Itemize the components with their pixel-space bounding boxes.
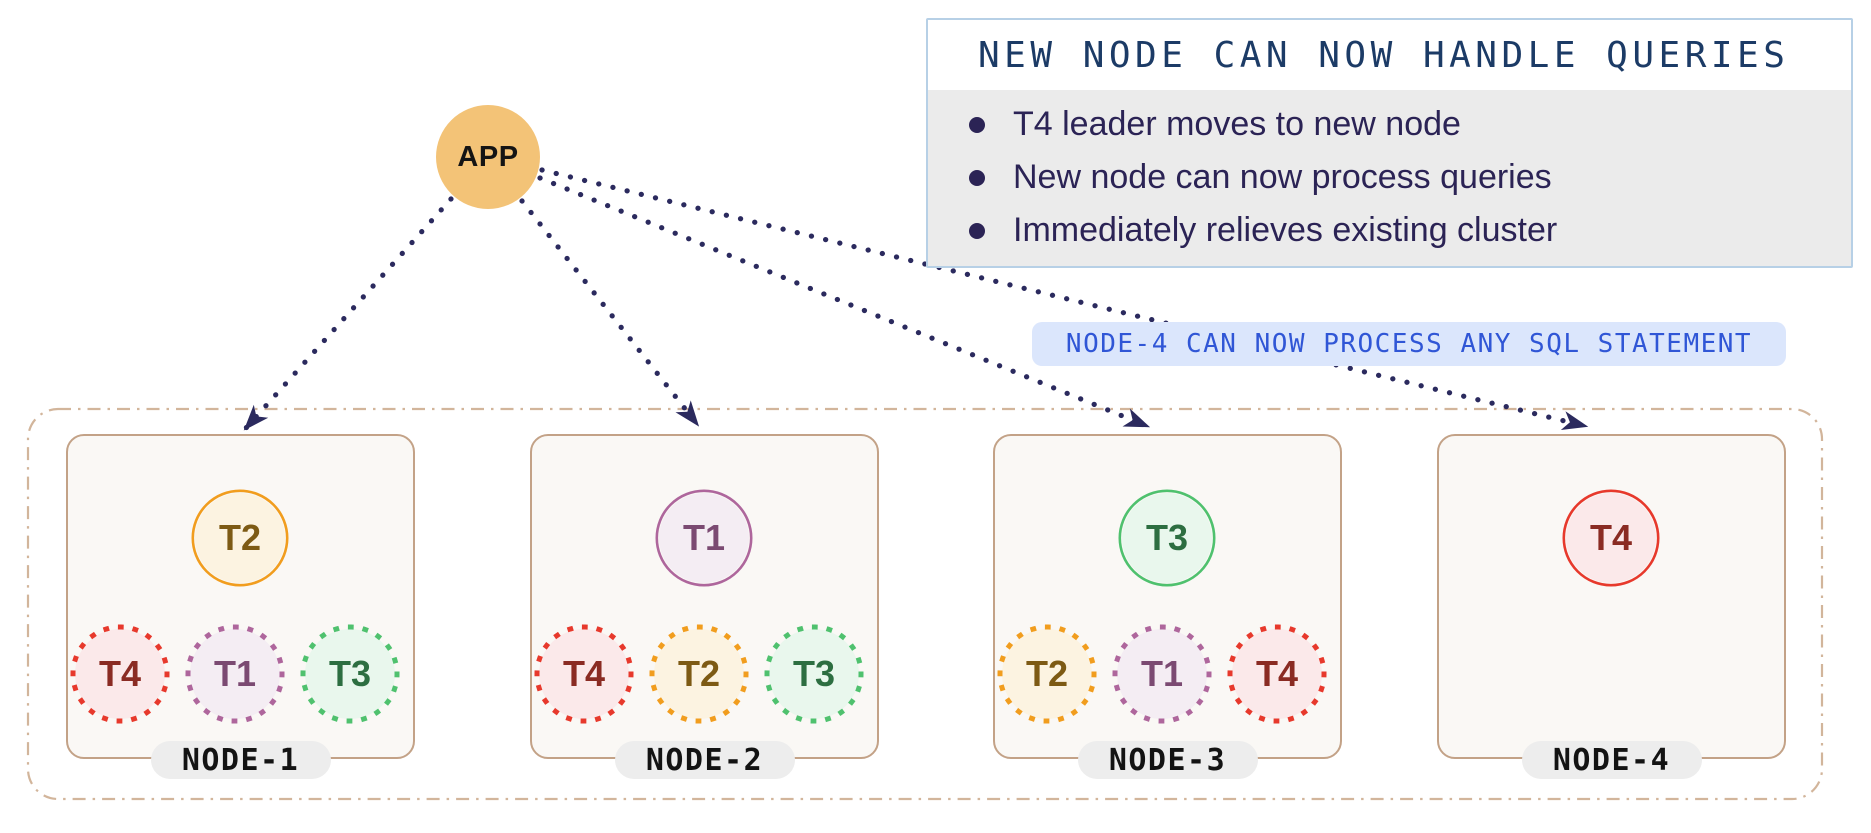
bullet-icon [969, 169, 985, 186]
node-box-3: T3 T2 T1 T4 NODE-3 [993, 434, 1342, 779]
leader-ring-icon [191, 489, 289, 587]
tablet-label: T2 [218, 517, 261, 558]
follower-ring-icon [764, 624, 864, 724]
follower-tablet-circle: T1 [1112, 624, 1212, 724]
bullet-row: Immediately relieves existing cluster [969, 204, 1851, 257]
follower-tablet-circle: T4 [534, 624, 634, 724]
follower-ring-icon [185, 624, 285, 724]
leader-tablet-circle: T4 [1561, 488, 1661, 588]
tablet-label: T3 [792, 653, 835, 694]
app-circle: APP [436, 105, 540, 209]
tablet-label: T2 [677, 653, 720, 694]
node-name-badge: NODE-3 [1077, 741, 1258, 779]
leader-tablet-circle: T2 [190, 488, 290, 588]
node-box-2: T1 T4 T2 T3 NODE-2 [530, 434, 879, 779]
follower-ring-icon [649, 624, 749, 724]
node-box-1: T2 T4 T1 T3 NODE-1 [66, 434, 415, 779]
tablet-label: T1 [1140, 653, 1183, 694]
follower-tablet-circle: T2 [649, 624, 749, 724]
node-name-badge: NODE-2 [614, 741, 795, 779]
leader-tablet-circle: T1 [654, 488, 754, 588]
tablet-label: T3 [328, 653, 371, 694]
tablet-label: T3 [1145, 517, 1188, 558]
tablet-label: T1 [213, 653, 256, 694]
bullet-text: T4 leader moves to new node [1013, 105, 1461, 143]
bullet-row: New node can now process queries [969, 151, 1851, 204]
info-box: NEW NODE CAN NOW HANDLE QUERIES T4 leade… [926, 18, 1853, 268]
follower-ring-icon [1227, 624, 1327, 724]
bullet-icon [969, 116, 985, 133]
follower-tablet-circle: T3 [300, 624, 400, 724]
leader-ring-icon [655, 489, 753, 587]
bullet-text: Immediately relieves existing cluster [1013, 211, 1558, 249]
node-box-4: T4 NODE-4 [1437, 434, 1786, 779]
follower-ring-icon [70, 624, 170, 724]
follower-ring-icon [997, 624, 1097, 724]
node-name-badge: NODE-4 [1521, 741, 1702, 779]
app-label: APP [457, 140, 519, 173]
bullet-icon [969, 222, 985, 239]
follower-ring-icon [1112, 624, 1212, 724]
info-box-title: NEW NODE CAN NOW HANDLE QUERIES [928, 20, 1851, 90]
follower-ring-icon [300, 624, 400, 724]
follower-tablet-circle: T2 [997, 624, 1097, 724]
tablet-label: T4 [1589, 517, 1632, 558]
leader-tablet-circle: T3 [1117, 488, 1217, 588]
tablet-label: T1 [682, 517, 725, 558]
leader-ring-icon [1118, 489, 1216, 587]
tablet-label: T2 [1025, 653, 1068, 694]
follower-tablet-circle: T4 [70, 624, 170, 724]
follower-ring-icon [534, 624, 634, 724]
sql-callout-badge: NODE-4 CAN NOW PROCESS ANY SQL STATEMENT [1032, 322, 1786, 366]
bullet-text: New node can now process queries [1013, 158, 1552, 196]
follower-tablet-circle: T3 [764, 624, 864, 724]
tablet-label: T4 [98, 653, 141, 694]
tablet-label: T4 [562, 653, 605, 694]
tablet-label: T4 [1255, 653, 1298, 694]
follower-tablet-circle: T4 [1227, 624, 1327, 724]
bullet-row: T4 leader moves to new node [969, 98, 1851, 151]
info-box-body: T4 leader moves to new node New node can… [928, 90, 1851, 266]
leader-ring-icon [1562, 489, 1660, 587]
follower-tablet-circle: T1 [185, 624, 285, 724]
node-name-badge: NODE-1 [150, 741, 331, 779]
